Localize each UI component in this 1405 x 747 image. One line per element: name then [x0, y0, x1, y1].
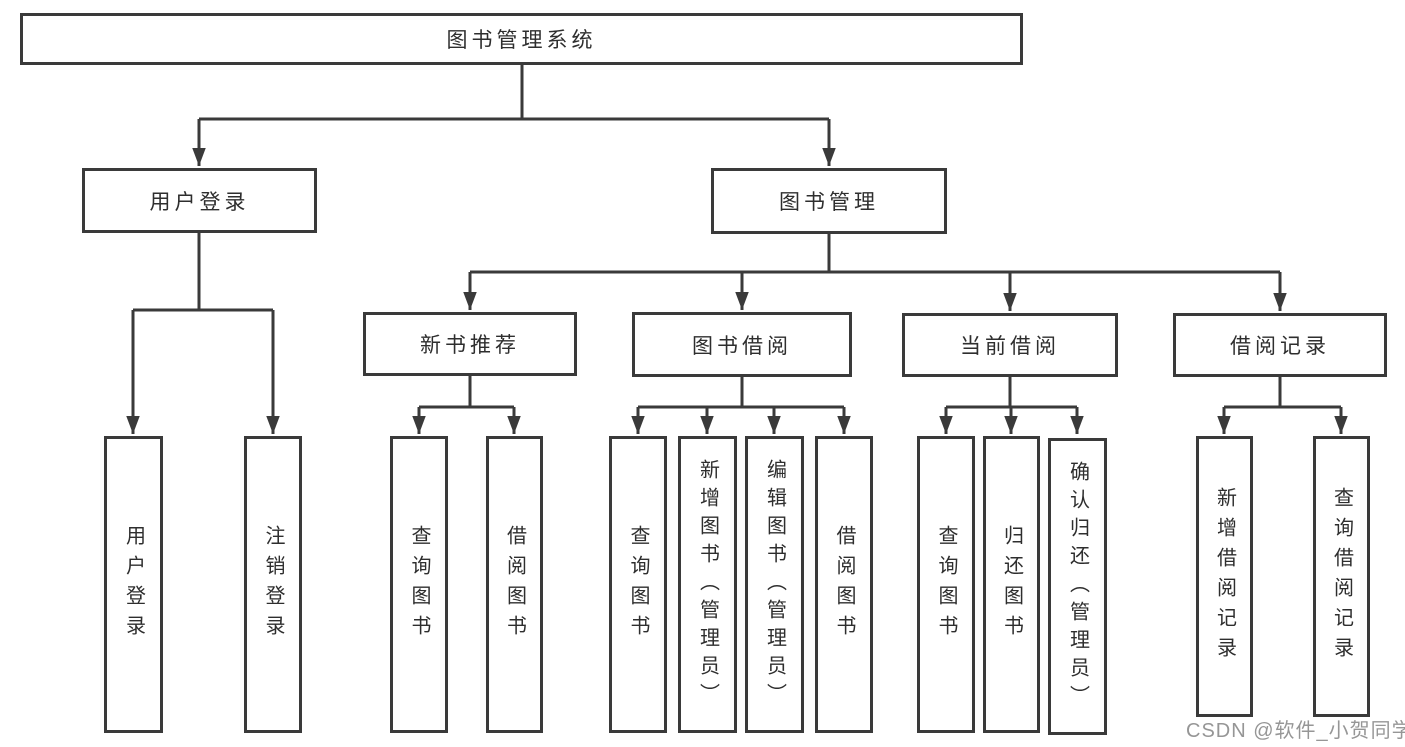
- node-borrowing-records: 借阅记录: [1173, 313, 1387, 377]
- leaf-query-books-borrowing: 查询图书: [609, 436, 667, 733]
- leaf-confirm-return-admin: 确认归还（管理员）: [1048, 438, 1107, 735]
- leaf-user-login: 用户登录: [104, 436, 163, 733]
- leaf-query-books-recommend-label: 查询图书: [408, 524, 430, 645]
- leaf-edit-book-admin: 编辑图书（管理员）: [745, 436, 804, 733]
- node-user-login-label: 用户登录: [149, 190, 250, 214]
- leaf-add-book-admin: 新增图书（管理员）: [678, 436, 737, 733]
- leaf-borrow-books-borrowing: 借阅图书: [815, 436, 873, 733]
- leaf-logout: 注销登录: [244, 436, 302, 733]
- leaf-confirm-return-admin-label: 确认归还（管理员）: [1066, 460, 1089, 713]
- leaf-borrow-books-recommend: 借阅图书: [486, 436, 543, 733]
- node-book-management-label: 图书管理: [779, 191, 879, 214]
- node-root-label: 图书管理系统: [446, 29, 597, 52]
- leaf-logout-label: 注销登录: [262, 524, 284, 645]
- node-new-book-recommend-label: 新书推荐: [420, 334, 520, 357]
- leaf-query-books-current-label: 查询图书: [935, 524, 957, 645]
- leaf-add-borrow-record: 新增借阅记录: [1196, 436, 1253, 717]
- node-book-borrowing-label: 图书借阅: [692, 334, 792, 358]
- leaf-query-borrow-record-label: 查询借阅记录: [1330, 486, 1353, 667]
- leaf-query-books-borrowing-label: 查询图书: [627, 524, 649, 645]
- watermark: CSDN @软件_小贺同学: [1186, 720, 1405, 742]
- leaf-query-books-recommend: 查询图书: [390, 436, 448, 733]
- node-current-borrowing: 当前借阅: [902, 313, 1118, 377]
- node-current-borrowing-label: 当前借阅: [960, 335, 1060, 358]
- leaf-return-book: 归还图书: [983, 436, 1040, 733]
- leaf-query-books-current: 查询图书: [917, 436, 975, 733]
- leaf-borrow-books-recommend-label: 借阅图书: [503, 524, 526, 645]
- leaf-user-login-label: 用户登录: [122, 524, 145, 645]
- node-root: 图书管理系统: [20, 13, 1023, 65]
- leaf-add-book-admin-label: 新增图书（管理员）: [696, 458, 719, 711]
- leaf-borrow-books-borrowing-label: 借阅图书: [833, 524, 855, 645]
- node-book-borrowing: 图书借阅: [632, 312, 852, 377]
- leaf-query-borrow-record: 查询借阅记录: [1313, 436, 1370, 717]
- node-borrowing-records-label: 借阅记录: [1230, 335, 1330, 358]
- leaf-return-book-label: 归还图书: [1000, 524, 1023, 645]
- node-user-login: 用户登录: [82, 168, 317, 233]
- leaf-edit-book-admin-label: 编辑图书（管理员）: [763, 458, 786, 711]
- node-book-management: 图书管理: [711, 168, 947, 234]
- leaf-add-borrow-record-label: 新增借阅记录: [1213, 486, 1236, 667]
- node-new-book-recommend: 新书推荐: [363, 312, 577, 376]
